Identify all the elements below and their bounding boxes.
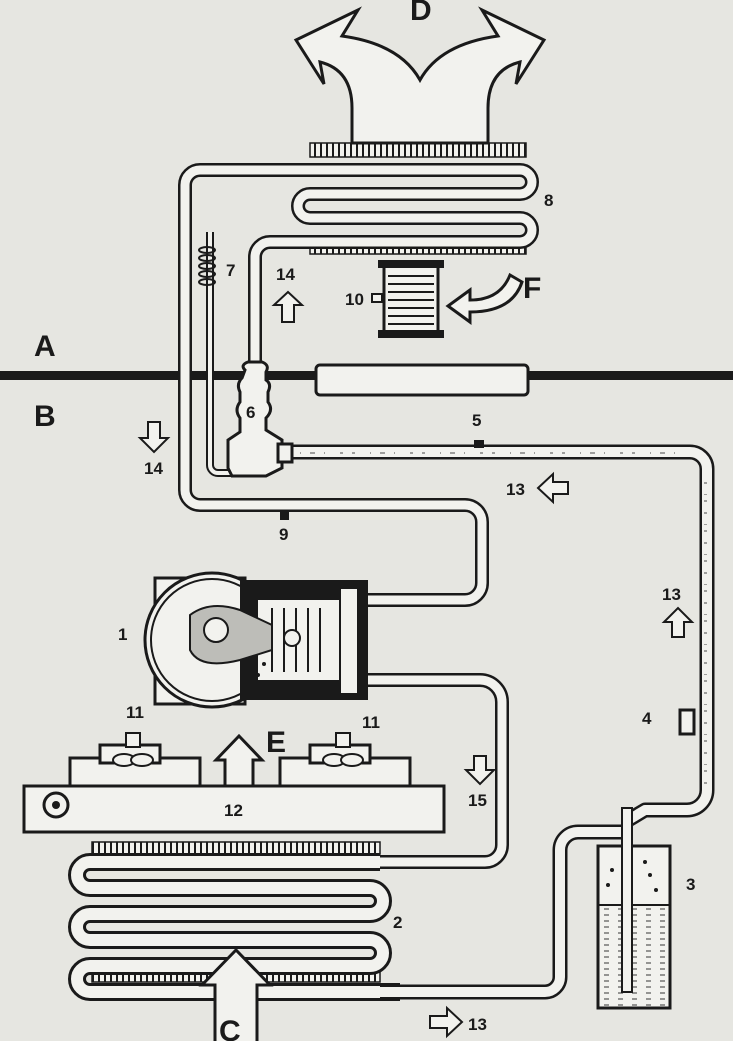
capillary-tube-7	[198, 232, 262, 477]
zone-label-a: A	[34, 330, 56, 363]
label-5: 5	[472, 411, 481, 430]
air-arrow-d	[293, 6, 547, 145]
heat-exchanger-tube	[314, 363, 530, 397]
label-13-right: 13	[662, 585, 681, 604]
label-4: 4	[642, 709, 652, 728]
label-14-upper: 14	[276, 265, 295, 284]
air-arrow-f	[445, 272, 524, 325]
flow-arrow-13-right	[429, 1005, 464, 1039]
label-13-upper: 13	[506, 480, 525, 499]
label-9: 9	[279, 525, 288, 544]
flow-arrow-15-down	[463, 755, 497, 786]
label-12: 12	[224, 801, 243, 820]
zone-label-b: B	[34, 400, 56, 433]
compressor-1	[143, 571, 368, 709]
label-2: 2	[393, 913, 402, 932]
label-1: 1	[118, 625, 127, 644]
label-f: F	[523, 272, 541, 305]
label-3: 3	[686, 875, 695, 894]
condenser-fan-11-left	[68, 732, 202, 790]
receiver-3	[596, 807, 672, 1010]
flow-arrow-13-left	[536, 471, 569, 505]
suction-line	[178, 163, 489, 607]
label-11-right: 11	[362, 713, 380, 732]
expansion-valve-6	[226, 360, 294, 478]
evaporator-8	[200, 142, 539, 370]
label-14-lower: 14	[144, 459, 163, 478]
sight-glass-4	[678, 708, 696, 736]
label-13-bottom: 13	[468, 1015, 487, 1034]
label-6: 6	[246, 403, 255, 422]
condenser-fan-11-right	[278, 732, 412, 790]
base-plate-12	[22, 784, 446, 834]
evaporator-fan-10	[371, 260, 444, 338]
flow-arrow-14-up	[271, 290, 305, 323]
air-arrow-c	[198, 947, 274, 1041]
discharge-line	[368, 673, 509, 869]
label-7: 7	[226, 261, 235, 280]
label-11-left: 11	[126, 703, 144, 722]
zone-divider	[0, 371, 733, 380]
condenser-to-receiver-line	[380, 824, 625, 1000]
liquid-line	[290, 444, 715, 829]
marker-5	[474, 440, 484, 448]
label-15: 15	[468, 791, 487, 810]
label-c: C	[219, 1015, 241, 1041]
label-e: E	[266, 726, 286, 759]
label-8: 8	[544, 191, 553, 210]
label-d: D	[410, 0, 432, 27]
flow-arrow-14-down	[137, 421, 171, 454]
label-10: 10	[345, 290, 364, 309]
marker-9	[280, 512, 289, 520]
flow-arrow-13-up	[661, 606, 695, 638]
air-arrow-e	[212, 733, 266, 788]
